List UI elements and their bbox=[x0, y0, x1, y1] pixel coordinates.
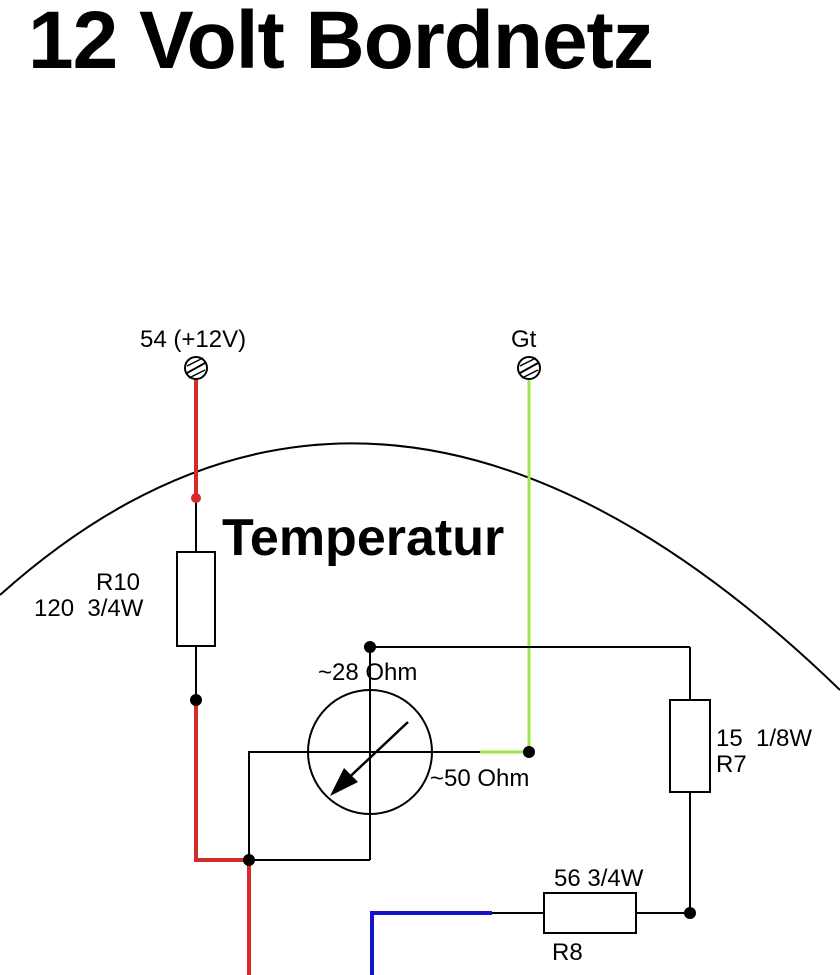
terminal-gt-screw-icon bbox=[517, 356, 541, 380]
resistor-r10 bbox=[176, 551, 216, 647]
r10-name-label: R10 bbox=[96, 569, 140, 596]
gauge-meter bbox=[307, 689, 433, 815]
r10-value-label: 120 3/4W bbox=[34, 595, 144, 622]
page-title: 12 Volt Bordnetz bbox=[28, 0, 654, 86]
gauge-needle-arrow-icon bbox=[330, 768, 358, 796]
gauge-right-label: ~50 Ohm bbox=[430, 765, 529, 792]
resistor-r7 bbox=[669, 699, 711, 793]
terminal-54-screw-icon bbox=[184, 356, 208, 380]
r7-value-label: 15 1/8W bbox=[716, 725, 812, 752]
ground-wire bbox=[370, 911, 492, 975]
r8-value-label: 56 3/4W bbox=[554, 865, 644, 892]
internal-wiring bbox=[195, 498, 691, 914]
resistor-r8 bbox=[543, 892, 637, 934]
gauge-housing-arc bbox=[0, 442, 840, 691]
gauge-top-label: ~28 Ohm bbox=[318, 659, 417, 686]
r8-name-label: R8 bbox=[552, 939, 583, 966]
junction-dots bbox=[190, 493, 696, 919]
supply-wire bbox=[194, 378, 251, 975]
sensor-wire bbox=[480, 378, 531, 754]
terminal-54-label: 54 (+12V) bbox=[140, 326, 246, 353]
section-label: Temperatur bbox=[222, 509, 504, 567]
r7-name-label: R7 bbox=[716, 751, 747, 778]
terminal-gt-label: Gt bbox=[511, 326, 537, 353]
